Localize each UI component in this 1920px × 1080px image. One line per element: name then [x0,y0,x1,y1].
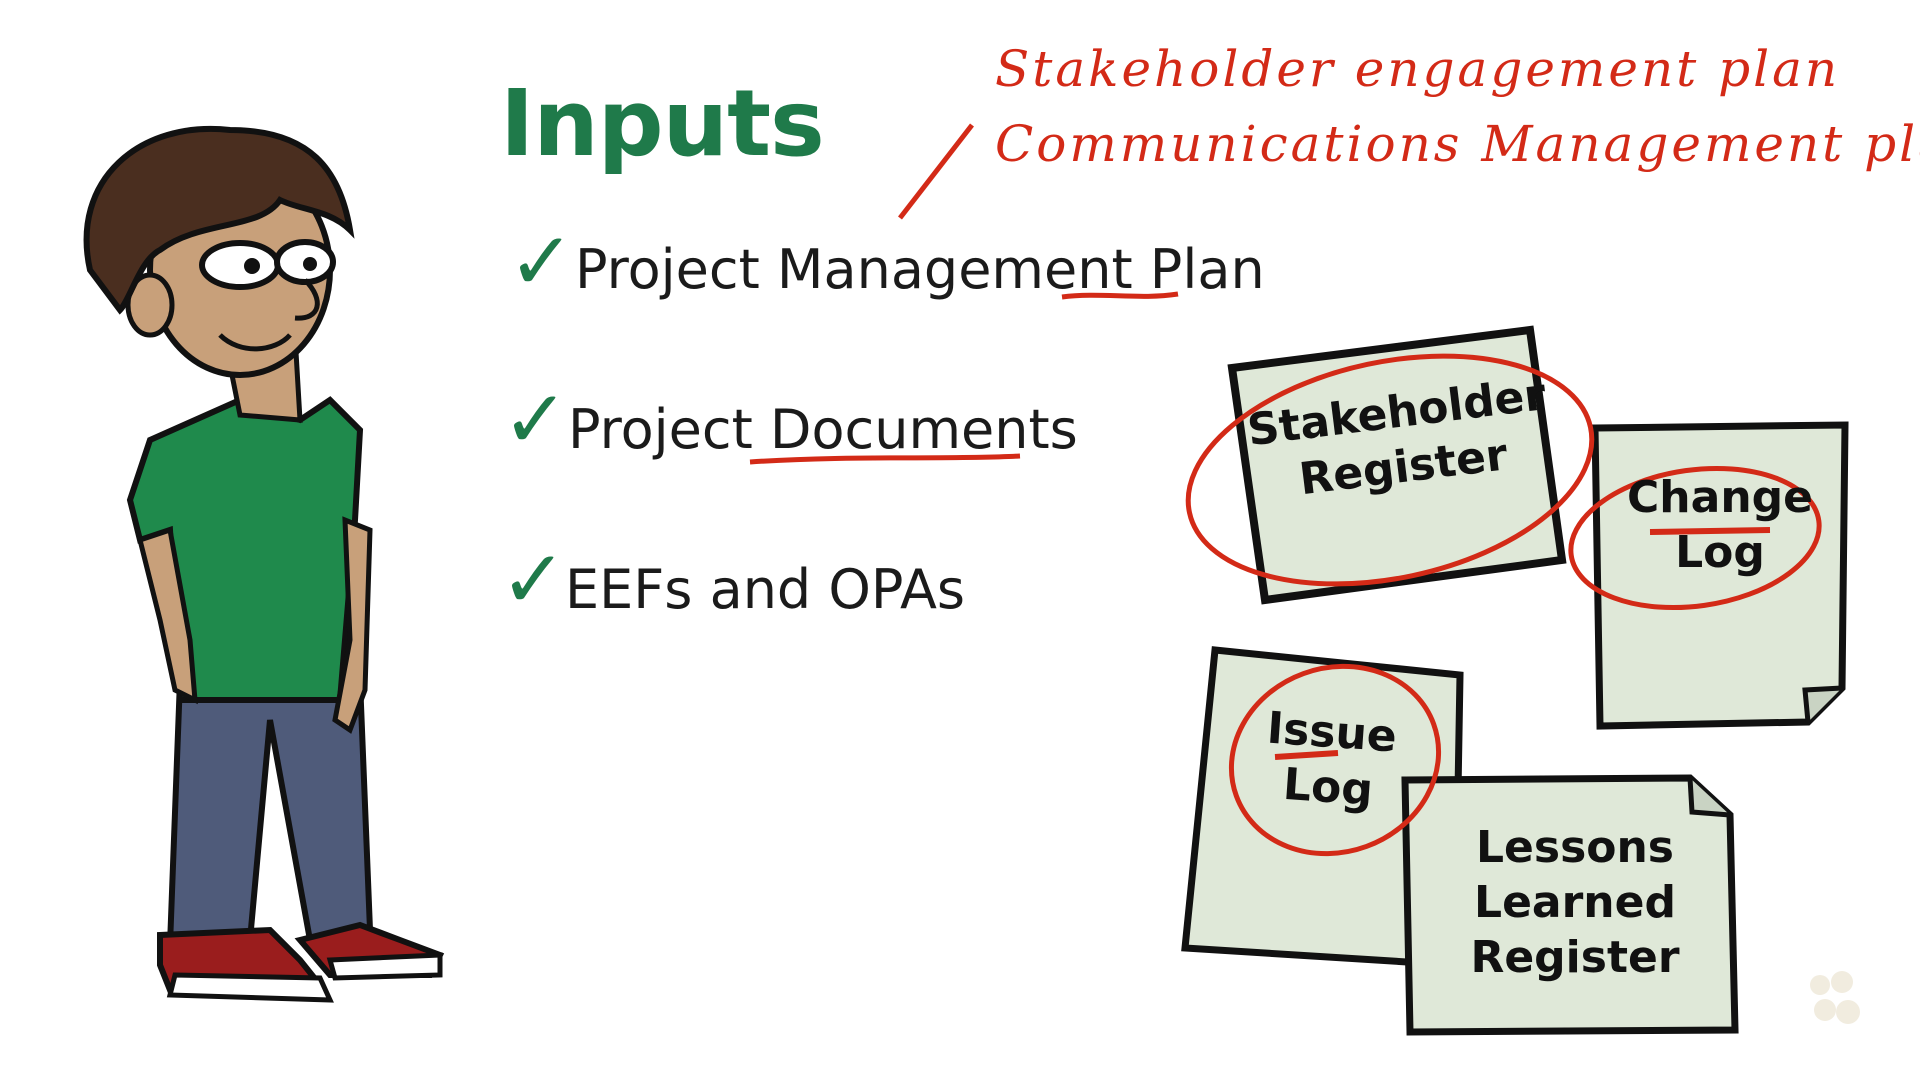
checkmark-icon: ✓ [502,373,570,466]
document-title: Log [1675,527,1765,578]
page-title: Inputs [500,70,825,177]
checkmark-icon: ✓ [500,533,568,626]
document-change-log: Change Log [1620,470,1820,580]
document-title: Change [1627,472,1813,523]
input-item-project-documents: Project Documents [568,398,1078,461]
document-title: Register [1470,932,1680,983]
input-item-eefs-opas: EEFs and OPAs [565,558,966,621]
document-issue-log: Issue Log [1241,699,1418,821]
document-title: Lessons [1476,822,1674,873]
document-lessons-learned-register: Lessons Learned Register [1440,820,1710,985]
annotation-stakeholder-engagement-plan: Stakeholder engagement plan [995,40,1841,98]
checkmark-icon: ✓ [508,215,576,308]
document-title: Learned [1474,877,1676,928]
document-title: Issue [1265,702,1399,763]
input-item-project-management-plan: Project Management Plan [575,238,1265,301]
annotation-communications-management-plan: Communications Management plan [995,115,1920,173]
